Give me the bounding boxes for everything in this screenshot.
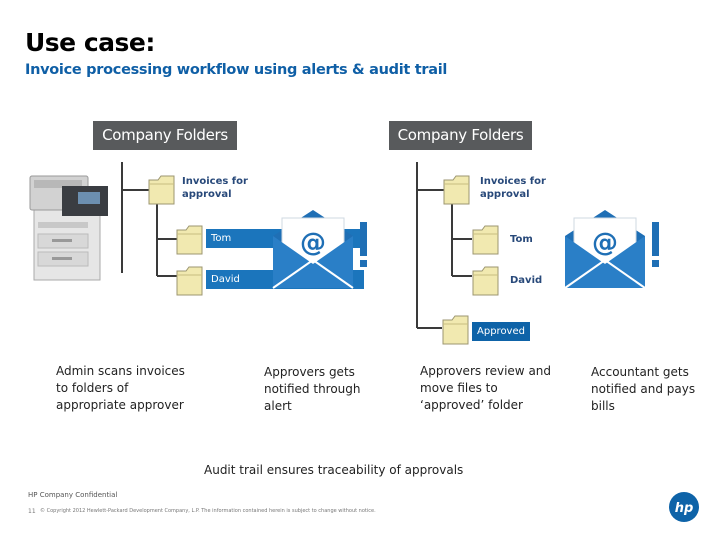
folder-icon	[176, 225, 203, 255]
svg-text:@: @	[300, 228, 326, 258]
page-title: Use case:	[25, 28, 155, 57]
folder-label-approved: Approved	[472, 322, 530, 341]
step-3-text: Approvers review and move files to ‘appr…	[420, 364, 552, 412]
copyright-text: © Copyright 2012 Hewlett-Packard Develop…	[40, 508, 376, 514]
folder-label-tom-right: Tom	[510, 234, 533, 245]
page-number: 11	[28, 508, 36, 515]
folder-icon	[176, 266, 203, 296]
email-alert-icon: @	[272, 210, 367, 289]
company-folders-header-left: Company Folders	[93, 121, 237, 150]
folder-tree-lines-right	[416, 162, 472, 329]
folder-icon	[443, 175, 470, 205]
step-4-text: Accountant gets notified and pays bills	[591, 365, 696, 413]
folder-label-invoices-left: Invoices for approval	[182, 176, 248, 200]
svg-text:@: @	[592, 228, 618, 258]
folder-icon	[472, 266, 499, 296]
email-alert-icon: @	[564, 210, 659, 289]
hp-logo: hp	[669, 492, 699, 522]
folder-icon	[472, 225, 499, 255]
company-folders-header-right: Company Folders	[389, 121, 532, 150]
svg-text:hp: hp	[675, 501, 694, 516]
folder-tree-lines-left	[121, 162, 177, 277]
folder-label-invoices-right: Invoices for approval	[480, 176, 546, 200]
audit-trail-note: Audit trail ensures traceability of appr…	[204, 463, 464, 477]
folder-icon	[442, 315, 469, 345]
step-2-text: Approvers gets notified through alert	[264, 365, 361, 413]
page-subtitle: Invoice processing workflow using alerts…	[25, 62, 448, 78]
folder-label-david-right: David	[510, 275, 543, 286]
step-1-text: Admin scans invoices to folders of appro…	[56, 364, 185, 412]
confidential-label: HP Company Confidential	[28, 491, 118, 499]
exclamation-icon	[360, 222, 367, 256]
folder-icon	[148, 175, 175, 205]
exclamation-icon	[652, 222, 659, 256]
printer-icon	[29, 175, 108, 281]
